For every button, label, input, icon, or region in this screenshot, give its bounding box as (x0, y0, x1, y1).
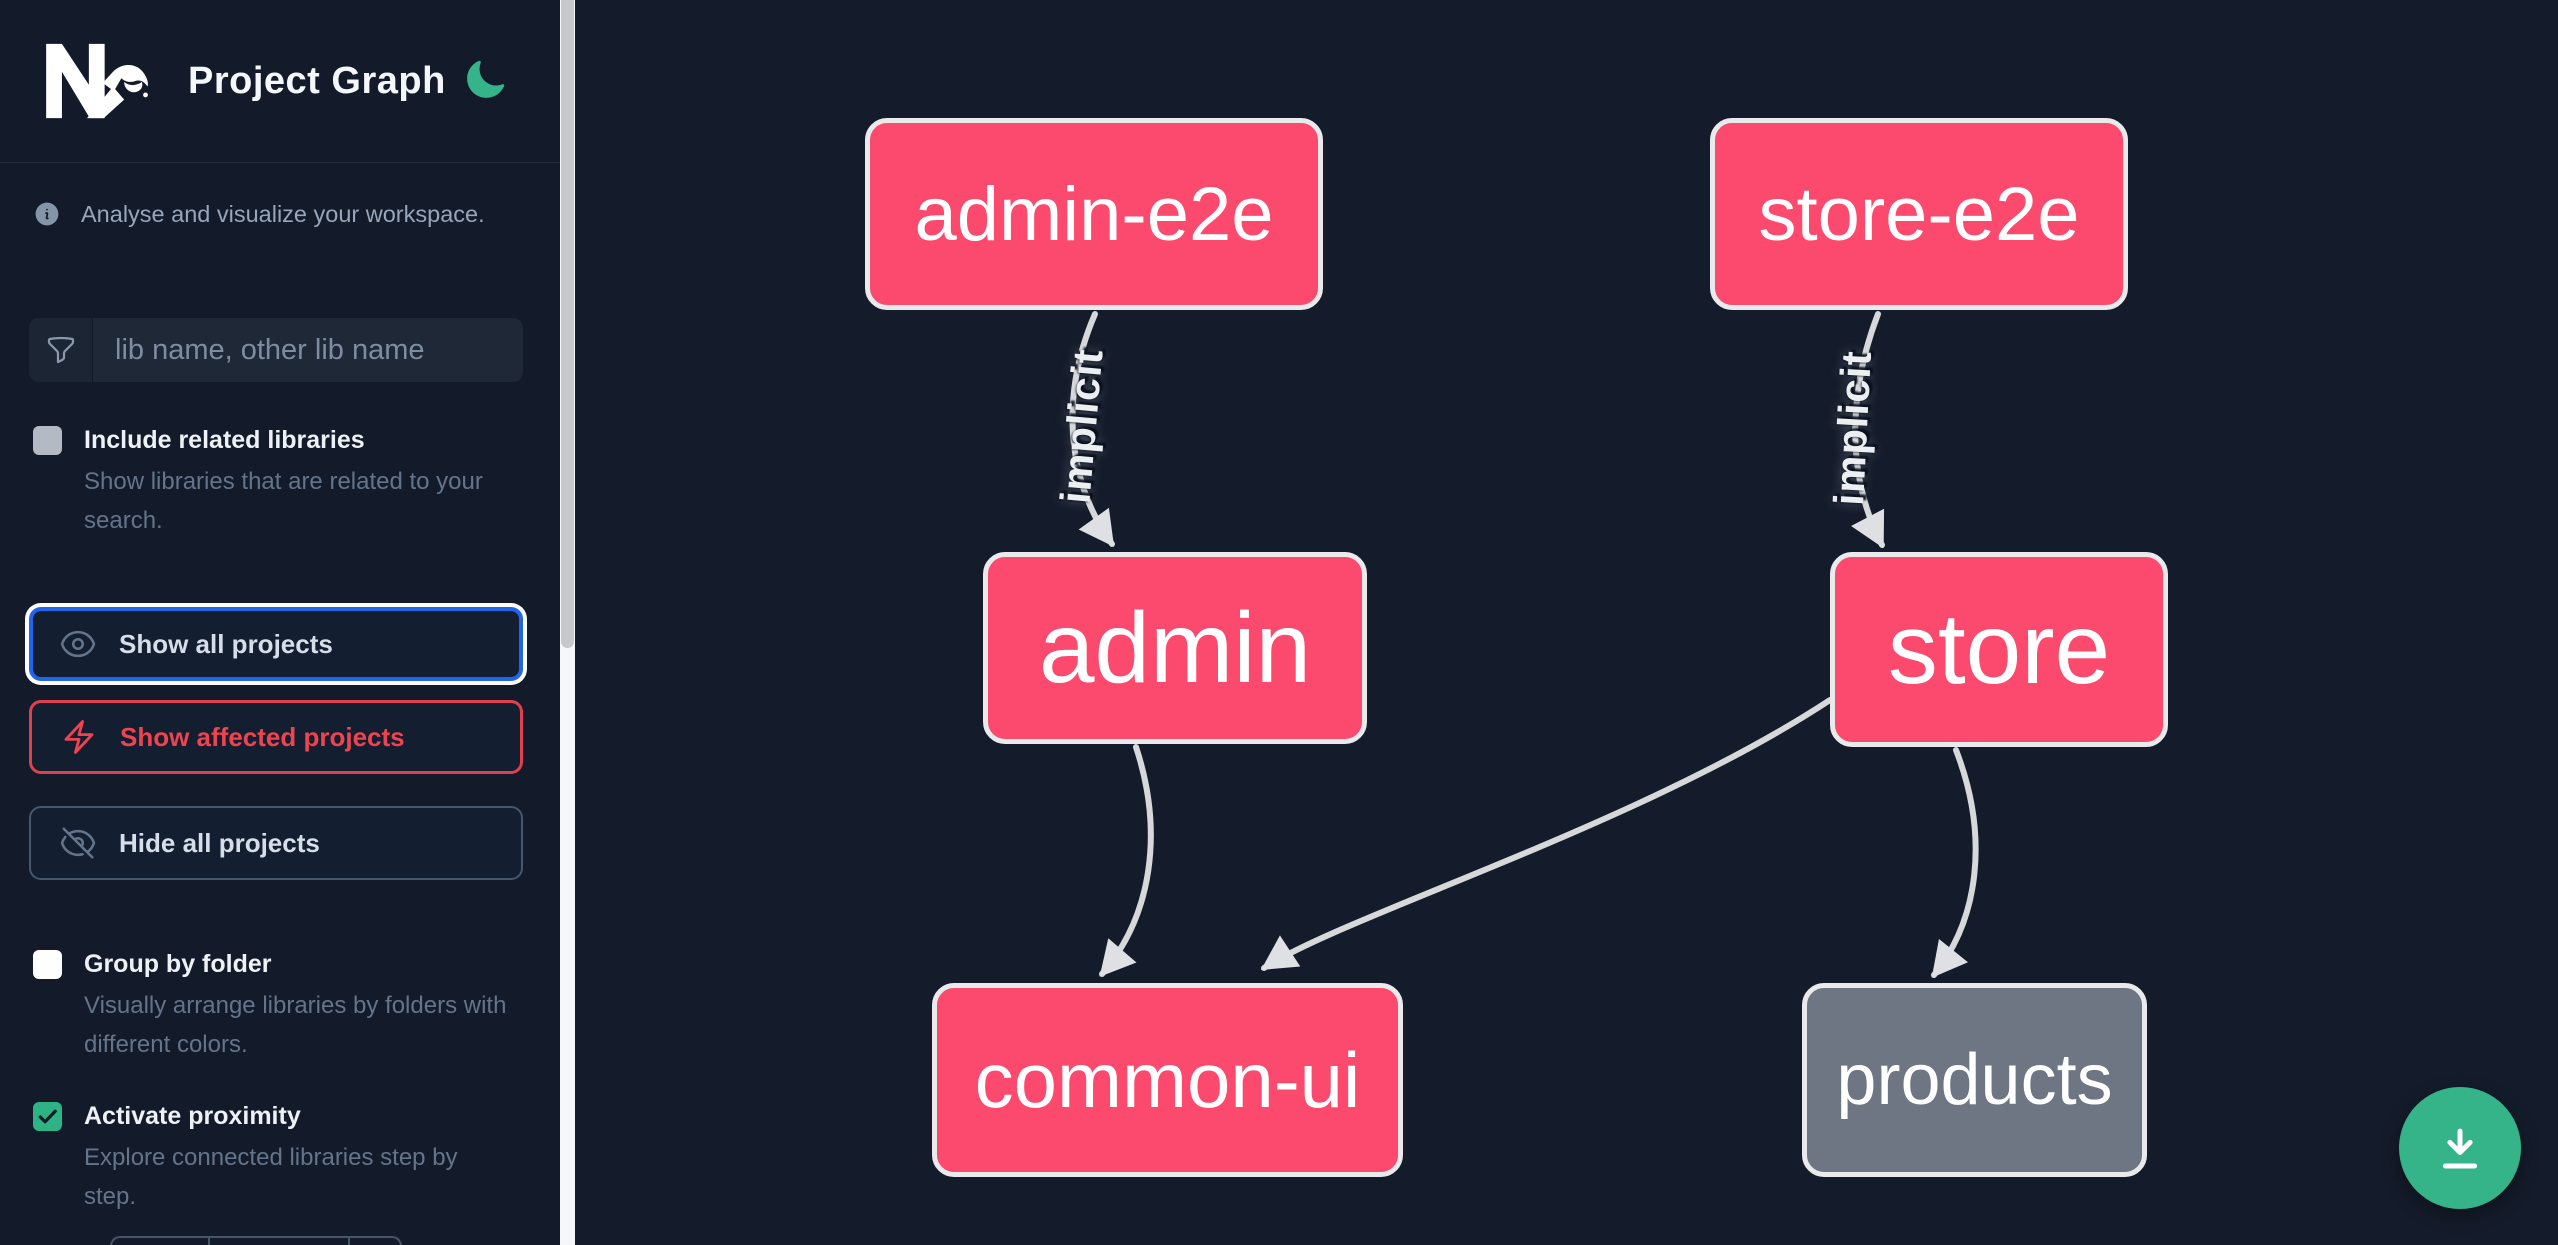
include-related-description: Show libraries that are related to your … (84, 468, 483, 534)
checkbox-activate-proximity[interactable] (33, 1102, 62, 1131)
graph-node-store[interactable]: store (1830, 552, 2168, 747)
eye-off-icon (60, 827, 96, 859)
eye-icon (60, 630, 96, 658)
funnel-icon (29, 318, 93, 382)
proximity-increment-segment[interactable] (350, 1238, 400, 1245)
sidebar-scrollbar[interactable] (560, 0, 575, 1245)
activate-proximity-description: Explore connected libraries step by step… (84, 1144, 458, 1210)
workspace-tagline: Analyse and visualize your workspace. (33, 200, 485, 228)
proximity-stepper[interactable] (110, 1236, 402, 1245)
show-affected-projects-label: Show affected projects (120, 721, 405, 752)
checkbox-include-related[interactable] (33, 426, 62, 455)
theme-toggle-button[interactable] (462, 58, 508, 104)
tagline-text: Analyse and visualize your workspace. (81, 200, 485, 227)
show-affected-projects-button[interactable]: Show affected projects (29, 700, 523, 774)
checkbox-group-by-folder[interactable] (33, 950, 62, 979)
sidebar: Project Graph Analyse and visualize your… (0, 0, 560, 1245)
page-title: Project Graph (188, 59, 446, 102)
moon-icon (467, 60, 505, 98)
group-by-folder-checkbox-row[interactable]: Group by folder Visually arrange librari… (33, 948, 512, 1064)
graph-node-common-ui[interactable]: common-ui (932, 983, 1403, 1177)
show-all-projects-label: Show all projects (119, 628, 333, 659)
sidebar-header: Project Graph (0, 0, 560, 163)
group-by-folder-description: Visually arrange libraries by folders wi… (84, 992, 507, 1058)
activate-proximity-checkbox-row[interactable]: Activate proximity Explore connected lib… (33, 1100, 512, 1216)
hide-all-projects-label: Hide all projects (119, 827, 320, 858)
activate-proximity-label: Activate proximity (84, 1102, 301, 1130)
graph-node-products[interactable]: products (1802, 983, 2147, 1177)
download-graph-button[interactable] (2399, 1087, 2521, 1209)
download-icon (2442, 1128, 2478, 1169)
include-related-label: Include related libraries (84, 426, 365, 454)
show-all-projects-button[interactable]: Show all projects (29, 607, 523, 681)
proximity-value-segment (210, 1238, 350, 1245)
search-box (29, 318, 523, 382)
info-icon (35, 202, 59, 226)
include-related-checkbox-row[interactable]: Include related libraries Show libraries… (33, 424, 512, 540)
hide-all-projects-button[interactable]: Hide all projects (29, 806, 523, 880)
edge-label-implicit: implicit (1824, 349, 1881, 507)
graph-node-store-e2e[interactable]: store-e2e (1710, 118, 2128, 310)
graph-node-admin-e2e[interactable]: admin-e2e (865, 118, 1323, 310)
group-by-folder-label: Group by folder (84, 950, 272, 978)
scrollbar-thumb[interactable] (561, 0, 574, 648)
bolt-icon (64, 720, 94, 754)
search-input[interactable] (93, 318, 523, 382)
checkmark-icon (38, 1109, 57, 1124)
nx-logo (46, 43, 148, 119)
graph-node-admin[interactable]: admin (983, 552, 1367, 744)
proximity-decrement-segment[interactable] (112, 1238, 210, 1245)
